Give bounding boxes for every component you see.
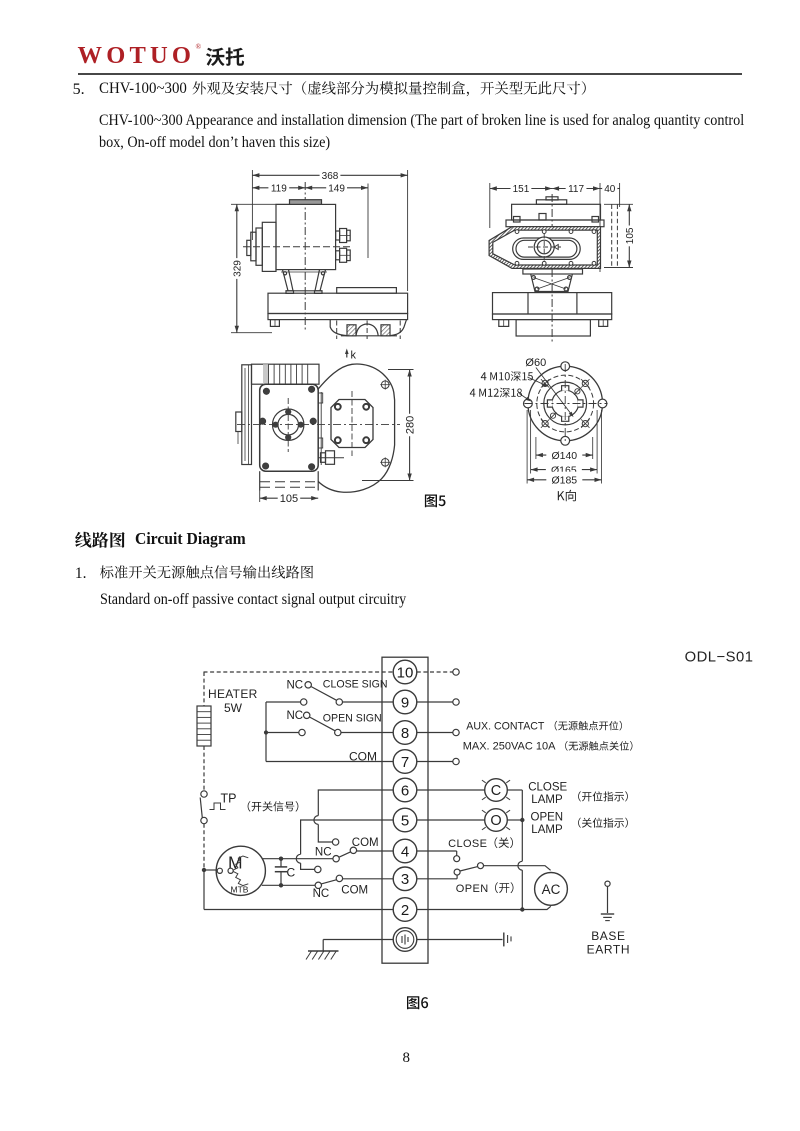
svg-text:9: 9	[401, 694, 409, 711]
svg-text:3: 3	[401, 871, 409, 888]
svg-text:7: 7	[401, 754, 409, 771]
svg-text:6: 6	[401, 782, 409, 799]
svg-text:117: 117	[568, 184, 584, 195]
svg-text:COM: COM	[349, 750, 377, 764]
svg-text:329: 329	[232, 260, 243, 277]
svg-text:C: C	[287, 866, 296, 880]
svg-text:151: 151	[513, 184, 530, 195]
svg-text:OPEN: OPEN	[456, 883, 489, 895]
svg-text:CLOSE SIGN: CLOSE SIGN	[323, 679, 388, 691]
svg-text:MTB: MTB	[231, 885, 249, 895]
svg-text:AUX. CONTACT: AUX. CONTACT	[466, 721, 545, 733]
svg-text:C: C	[491, 783, 501, 799]
svg-text:k: k	[351, 350, 357, 362]
svg-text:Ø60: Ø60	[525, 357, 546, 369]
svg-text:Ø185: Ø185	[551, 475, 577, 487]
svg-text:Ø140: Ø140	[551, 450, 577, 462]
svg-text:5: 5	[401, 812, 409, 829]
svg-text:2: 2	[401, 902, 409, 919]
svg-text:5W: 5W	[224, 701, 243, 715]
svg-text:105: 105	[625, 227, 636, 244]
svg-text:OPEN SIGN: OPEN SIGN	[323, 713, 382, 725]
svg-text:NC: NC	[315, 847, 332, 859]
svg-text:4: 4	[401, 843, 409, 860]
svg-text:CLOSE: CLOSE	[528, 781, 567, 793]
svg-text:EARTH: EARTH	[587, 942, 630, 956]
svg-text:CLOSE: CLOSE	[448, 838, 487, 850]
svg-text:NC: NC	[313, 888, 330, 900]
svg-text:105: 105	[280, 493, 298, 505]
svg-text:8: 8	[401, 725, 409, 742]
svg-text:LAMP: LAMP	[531, 794, 563, 806]
svg-text:MAX. 250VAC 10A: MAX. 250VAC 10A	[463, 741, 556, 753]
svg-text:280: 280	[405, 416, 417, 434]
svg-text:HEATER: HEATER	[208, 687, 258, 701]
svg-text:10: 10	[397, 664, 414, 681]
svg-text:149: 149	[328, 183, 345, 194]
svg-text:COM: COM	[341, 885, 368, 897]
svg-text:O: O	[490, 813, 501, 829]
svg-text:NC: NC	[287, 680, 304, 692]
svg-text:40: 40	[604, 184, 616, 195]
svg-text:LAMP: LAMP	[531, 824, 563, 836]
svg-text:368: 368	[322, 171, 339, 182]
svg-text:ODL−S01: ODL−S01	[685, 650, 754, 666]
svg-text:BASE: BASE	[591, 929, 625, 943]
svg-text:TP: TP	[221, 792, 237, 806]
svg-text:AC: AC	[542, 882, 561, 897]
svg-text:NC: NC	[287, 710, 304, 722]
svg-text:119: 119	[271, 183, 287, 194]
svg-text:OPEN: OPEN	[531, 811, 564, 823]
svg-text:COM: COM	[352, 837, 379, 849]
